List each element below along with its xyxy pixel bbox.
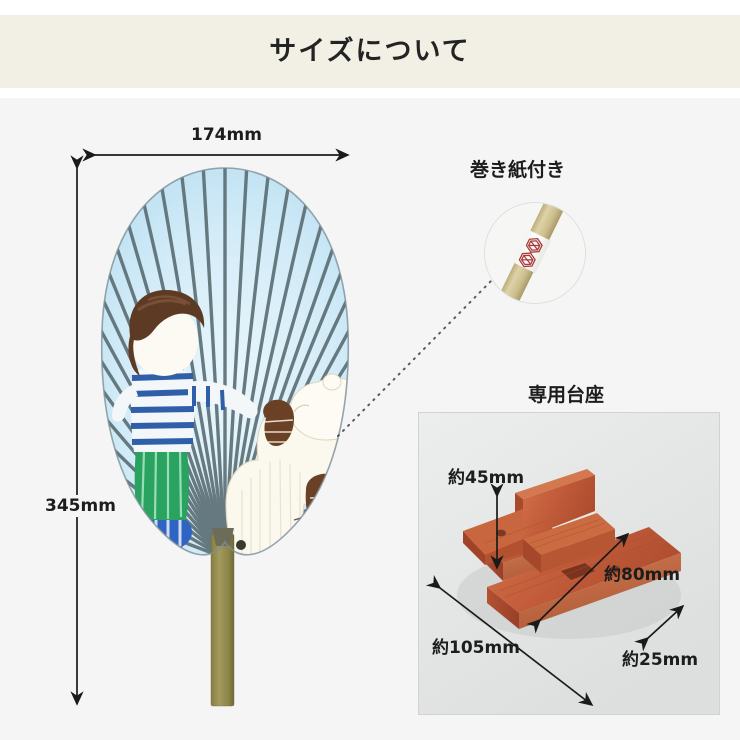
stand-label: 専用台座 [528,384,605,406]
stand-depth-label: 約80mm [604,565,681,585]
makigami-label: 巻き紙付き [470,159,566,181]
fan-width-label: 174mm [191,125,262,145]
stand-length-label: 約105mm [432,638,520,658]
uchiwa-fan-illustration [90,160,370,720]
header-band [0,15,740,88]
page-title: サイズについて [269,36,471,67]
makigami-inset-photo [485,203,585,303]
stand-thickness-label: 約25mm [622,650,699,670]
fan-height-label: 345mm [43,495,118,517]
stand-height-label: 約45mm [448,468,525,488]
